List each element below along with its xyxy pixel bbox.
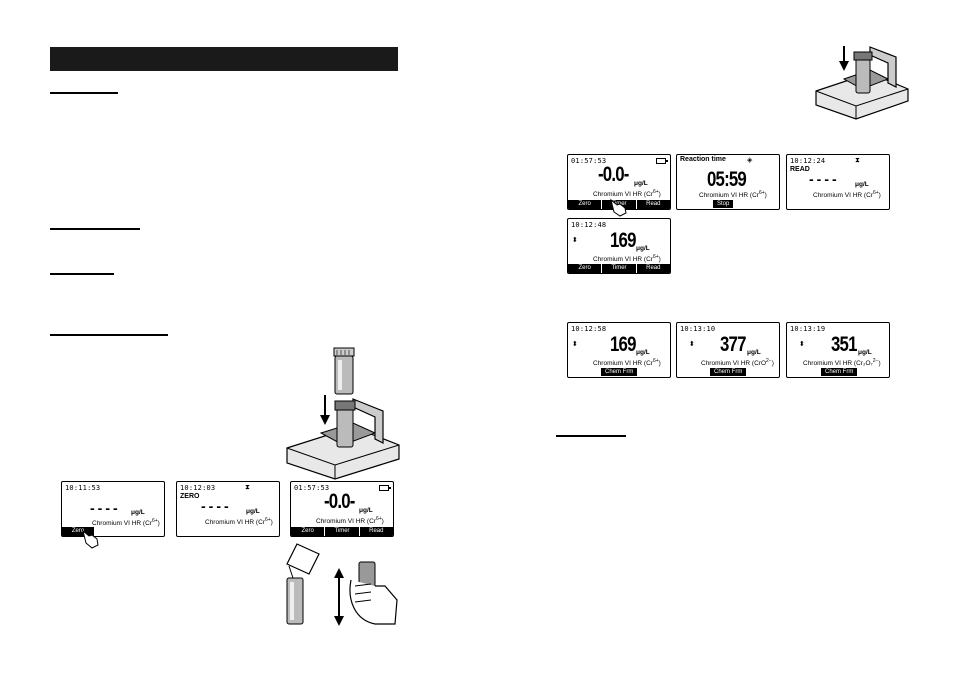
pointing-hand-icon — [610, 198, 627, 217]
parameter-label: Chromium VI HR (Cr6+) — [593, 358, 661, 368]
countdown-value: 05:59 — [707, 168, 747, 191]
parameter-label: Chromium VI HR (Cr6+) — [92, 518, 160, 528]
heading-underline — [50, 92, 118, 94]
hourglass-icon: ⧗ — [245, 483, 250, 491]
timer-softkey[interactable]: Timer — [325, 527, 359, 536]
stop-softkey[interactable]: Stop — [713, 200, 734, 208]
unit-label: μg/L — [634, 180, 648, 187]
measurement-value: 169 — [610, 333, 636, 356]
screen-title: Reaction time — [680, 156, 726, 163]
unit-label: μg/L — [131, 509, 145, 516]
heading-underline — [556, 435, 626, 437]
zero-softkey[interactable]: Zero — [62, 527, 94, 536]
lcd-screen: 10:12:03 ⧗ ZERO ---- μg/L Chromium VI HR… — [176, 481, 280, 537]
battery-icon — [379, 485, 391, 491]
clock-readout: 10:11:53 — [65, 484, 101, 492]
measurement-value: 377 — [720, 333, 746, 356]
heading-underline — [50, 273, 114, 275]
up-down-arrows-icon: ⬍ — [572, 340, 578, 348]
up-down-arrows-icon: ⬍ — [572, 236, 578, 244]
parameter-label: Chromium VI HR (Cr6+) — [593, 254, 661, 264]
unit-label: μg/L — [858, 349, 872, 356]
heading-underline — [50, 334, 168, 336]
meter-insert-illustration — [815, 46, 909, 120]
parameter-label: Chromium VI HR (Cr6+) — [813, 190, 881, 200]
lcd-screen: 10:12:48 ⬍ 169 μg/L Chromium VI HR (Cr6+… — [567, 218, 671, 274]
clock-readout: 01:57:53 — [294, 484, 330, 492]
measurement-value: 351 — [831, 333, 857, 356]
up-down-arrows-icon: ⬍ — [689, 340, 695, 348]
clock-readout: 10:12:58 — [571, 325, 607, 333]
cuvette-illustration — [333, 347, 355, 395]
zero-softkey[interactable]: Zero — [291, 527, 325, 536]
heading-underline — [50, 228, 140, 230]
up-down-arrows-icon: ⬍ — [799, 340, 805, 348]
chem-form-softkey[interactable]: Chem Frm — [601, 368, 638, 376]
unit-label: μg/L — [636, 349, 650, 356]
clock-readout: 10:13:19 — [790, 325, 826, 333]
meter-insert-illustration — [286, 395, 400, 480]
battery-icon — [656, 158, 668, 164]
read-softkey[interactable]: Read — [359, 527, 393, 536]
lcd-screen: 01:57:53 -0.0- μg/L Chromium VI HR (Cr6+… — [290, 481, 394, 537]
read-softkey[interactable]: Read — [636, 264, 670, 273]
parameter-label: Chromium VI HR (Cr6+) — [699, 190, 767, 200]
measurement-value: -0.0- — [324, 490, 355, 513]
lcd-screen: 10:12:58 ⬍ 169 μg/L Chromium VI HR (Cr6+… — [567, 322, 671, 378]
timer-icon: ◈ — [747, 156, 753, 164]
read-softkey[interactable]: Read — [636, 200, 670, 209]
measurement-value: 169 — [610, 229, 636, 252]
clock-readout: 10:12:48 — [571, 221, 607, 229]
zero-softkey[interactable]: Zero — [568, 264, 602, 273]
clock-readout: 01:57:53 — [571, 157, 607, 165]
pointing-hand-icon — [82, 529, 99, 549]
lcd-screen: Reaction time ◈ 05:59 Chromium VI HR (Cr… — [676, 154, 780, 210]
timer-softkey[interactable]: Timer — [602, 264, 636, 273]
lcd-screen: 10:13:19 ⬍ 351 μg/L Chromium VI HR (Cr₂O… — [786, 322, 890, 378]
lcd-screen: 10:12:24 ⧗ READ ---- μg/L Chromium VI HR… — [786, 154, 890, 210]
zero-softkey[interactable]: Zero — [568, 200, 602, 209]
status-label: ZERO — [180, 493, 200, 500]
unit-label: μg/L — [636, 245, 650, 252]
clock-readout: 10:13:10 — [680, 325, 716, 333]
section-title-bar — [50, 47, 398, 71]
status-label: READ — [790, 166, 810, 173]
chem-form-softkey[interactable]: Chem Frm — [821, 368, 858, 376]
dash-readout: ---- — [90, 500, 121, 516]
dash-readout: ---- — [201, 498, 232, 514]
reagent-add-illustration — [286, 543, 398, 626]
lcd-screen: 10:11:53 ---- μg/L Chromium VI HR (Cr6+)… — [61, 481, 165, 537]
unit-label: μg/L — [359, 507, 373, 514]
clock-readout: 10:12:24 — [790, 157, 826, 165]
hourglass-icon: ⧗ — [855, 156, 860, 164]
chem-form-softkey[interactable]: Chem Frm — [710, 368, 747, 376]
parameter-label: Chromium VI HR (Cr6+) — [593, 189, 661, 199]
parameter-label: Chromium VI HR (Cr6+) — [316, 516, 384, 526]
parameter-label: Chromium VI HR (Cr6+) — [205, 517, 273, 527]
unit-label: μg/L — [246, 508, 260, 515]
dash-readout: ---- — [809, 171, 840, 187]
measurement-value: -0.0- — [598, 163, 629, 186]
parameter-label: Chromium VI HR (Cr₂O₇2−) — [803, 358, 881, 368]
clock-readout: 10:12:03 — [180, 484, 216, 492]
unit-label: μg/L — [747, 349, 761, 356]
parameter-label: Chromium VI HR (CrO2−) — [701, 358, 774, 368]
lcd-screen: 10:13:10 ⬍ 377 μg/L Chromium VI HR (CrO2… — [676, 322, 780, 378]
unit-label: μg/L — [855, 181, 869, 188]
